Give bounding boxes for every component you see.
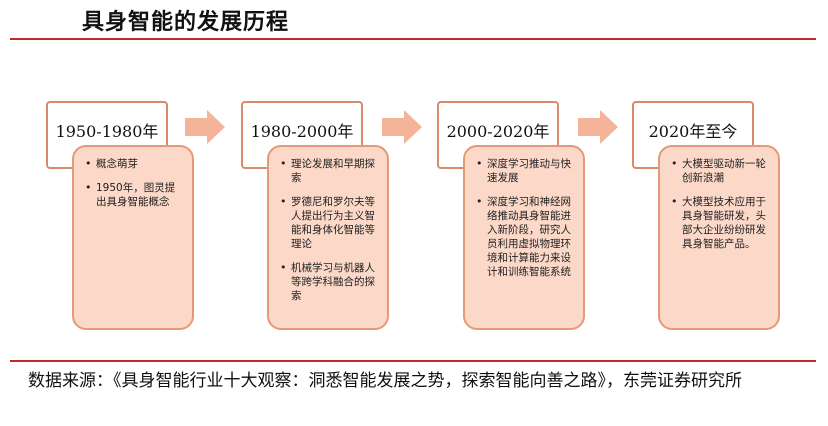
stage-3-item-1: 深度学习推动与快速发展	[476, 157, 575, 185]
stage-1-description: 概念萌芽 1950年，图灵提出具身智能概念	[72, 145, 194, 330]
stage-3-item-2: 深度学习和神经网络推动具身智能进入新阶段，研究人员利用虚拟物理环境和计算能力来设…	[476, 195, 575, 279]
stage-4-item-2: 大模型技术应用于具身智能研发，头部大企业纷纷研发具身智能产品。	[671, 195, 770, 251]
stage-2-item-2: 罗德尼和罗尔夫等人提出行为主义智能和身体化智能等理论	[280, 195, 379, 251]
stage-3-description: 深度学习推动与快速发展 深度学习和神经网络推动具身智能进入新阶段，研究人员利用虚…	[463, 145, 585, 330]
stage-4-description: 大模型驱动新一轮创新浪潮 大模型技术应用于具身智能研发，头部大企业纷纷研发具身智…	[658, 145, 780, 330]
arrow-3-icon	[578, 110, 618, 144]
stage-1-item-1: 概念萌芽	[85, 157, 184, 171]
stage-2-item-1: 理论发展和早期探索	[280, 157, 379, 185]
bottom-rule	[10, 360, 816, 362]
arrow-1-icon	[185, 110, 225, 144]
arrow-2-icon	[382, 110, 422, 144]
stage-2-item-3: 机械学习与机器人等跨学科融合的探索	[280, 261, 379, 303]
stage-2-description: 理论发展和早期探索 罗德尼和罗尔夫等人提出行为主义智能和身体化智能等理论 机械学…	[267, 145, 389, 330]
top-rule	[10, 38, 816, 40]
figure-title: 具身智能的发展历程	[82, 10, 290, 35]
source-note: 数据来源：《具身智能行业十大观察：洞悉智能发展之势，探索智能向善之路》，东莞证券…	[28, 371, 742, 391]
stage-4-item-1: 大模型驱动新一轮创新浪潮	[671, 157, 770, 185]
stage-1-item-2: 1950年，图灵提出具身智能概念	[85, 181, 184, 209]
